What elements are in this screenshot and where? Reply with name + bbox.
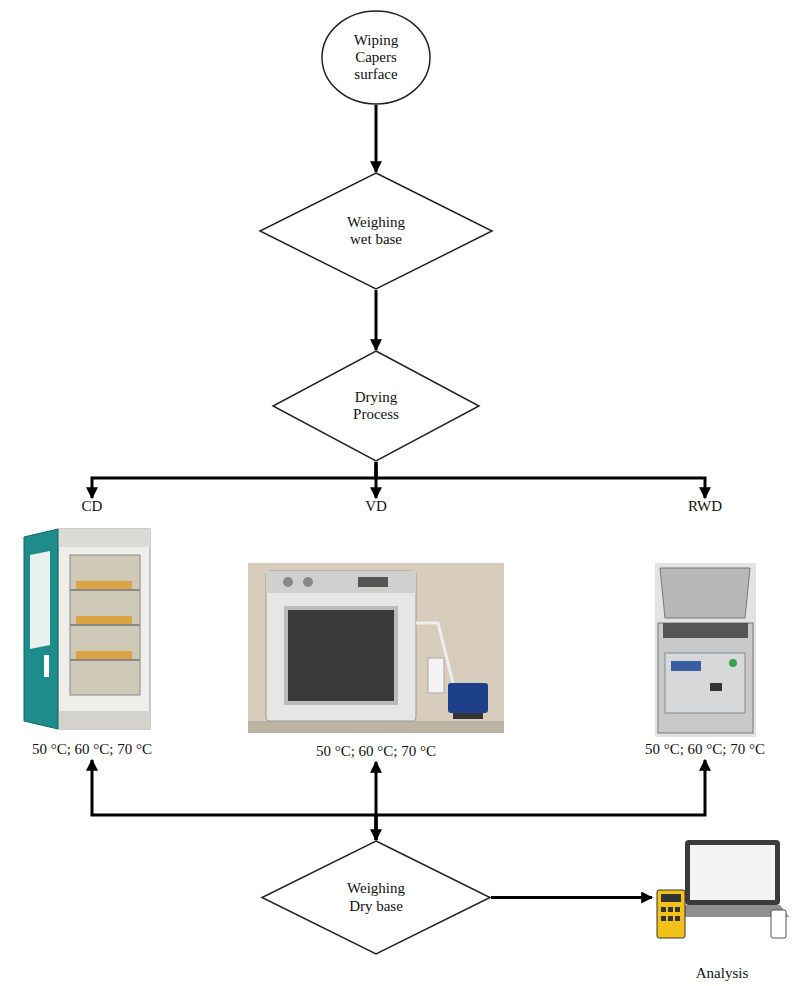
temperature-label: 50 °C; 60 °C; 70 °C (316, 743, 436, 760)
method-label: CD (82, 498, 103, 515)
water-bath-picture (655, 563, 756, 737)
method-label: VD (365, 498, 387, 515)
laptop-picture (655, 835, 790, 945)
method-label: RWD (688, 498, 722, 515)
shape-label: Weighing Dry base (339, 880, 413, 915)
text-holder: Drying Process (272, 350, 480, 462)
dryer-panel: RWD 50 °C; 60 °C; 70 °C (620, 498, 790, 760)
decision-diamond: Drying Process (272, 350, 480, 462)
flow-arrow (491, 896, 652, 899)
flow-arrow (375, 105, 378, 172)
outline-shape (322, 11, 430, 104)
start-ellipse: Wiping Capers surface (321, 10, 431, 105)
temperature-label: 50 °C; 60 °C; 70 °C (32, 741, 152, 758)
decision-diamond: Weighing wet base (259, 172, 493, 290)
flow-arrow (376, 462, 705, 498)
flow-arrow (92, 462, 376, 498)
flow-arrow (375, 290, 378, 350)
shape-label: Weighing wet base (339, 214, 413, 249)
decision-diamond: Weighing Dry base (261, 840, 491, 955)
temperature-label: 50 °C; 60 °C; 70 °C (645, 741, 765, 758)
dryer-panel: VD 50 °C; 60 °C; 70 °C (248, 498, 504, 762)
text-holder: Weighing wet base (259, 172, 493, 290)
vacuum-oven-picture (248, 563, 504, 733)
outline-shape (262, 841, 490, 954)
flow-arrow (376, 760, 705, 840)
analysis-node: Analysis (652, 832, 792, 982)
oven-picture (20, 525, 153, 735)
shape-label: Wiping Capers surface (345, 32, 407, 84)
text-holder: Wiping Capers surface (321, 10, 431, 105)
shape-label: Drying Process (344, 389, 408, 424)
outline-shape (260, 173, 492, 289)
outline-shape (273, 351, 479, 461)
flow-arrow (92, 760, 376, 840)
icon-label: Analysis (696, 965, 749, 982)
dryer-panel: CD 50 °C; 60 °C; 70 °C (12, 498, 172, 760)
text-holder: Weighing Dry base (261, 840, 491, 955)
